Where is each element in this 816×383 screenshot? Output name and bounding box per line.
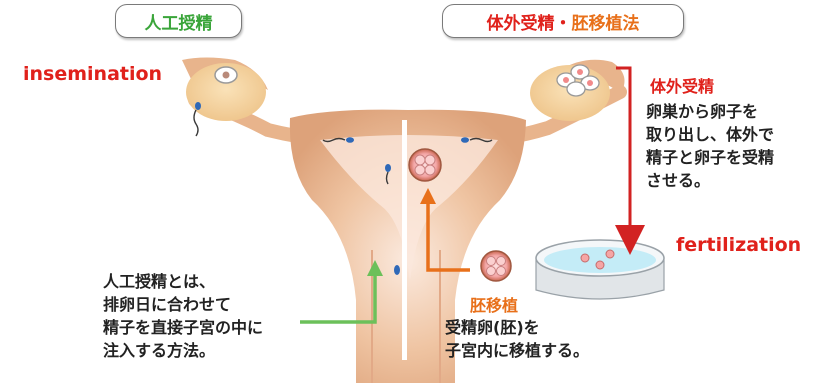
ivf-title-part1: 体外受精 [487, 9, 555, 34]
ivf-desc-line: 卵巣から卵子を [646, 100, 774, 123]
ai-title-pill: 人工授精 [115, 4, 242, 38]
ivf-title-separator: ・ [555, 9, 572, 34]
fertilization-label: fertilization [676, 234, 801, 256]
ai-description: 人工授精とは、 排卵日に合わせて 精子を直接子宮の中に 注入する方法。 [103, 270, 263, 362]
ivf-desc-line: 精子と卵子を受精 [646, 146, 774, 169]
embryo-icon [481, 251, 511, 281]
ivf-title-part2: 胚移植法 [572, 9, 640, 34]
ivf-heading: 体外受精 [650, 73, 714, 97]
embryo-in-uterus-icon [409, 149, 441, 181]
ivf-desc-line: させる。 [646, 169, 774, 192]
ai-title: 人工授精 [145, 9, 213, 34]
ai-desc-line: 注入する方法。 [103, 339, 263, 362]
ivf-desc-line: 取り出し、体外で [646, 123, 774, 146]
et-desc-line: 受精卵(胚)を [445, 316, 589, 339]
ai-desc-line: 人工授精とは、 [103, 270, 263, 293]
insemination-label: insemination [23, 63, 162, 85]
et-heading: 胚移植 [470, 292, 518, 316]
ai-desc-line: 排卵日に合わせて [103, 293, 263, 316]
ivf-description: 卵巣から卵子を 取り出し、体外で 精子と卵子を受精 させる。 [646, 100, 774, 192]
petri-dish-icon [536, 240, 664, 299]
ivf-title-pill: 体外受精 ・ 胚移植法 [442, 4, 684, 38]
et-description: 受精卵(胚)を 子宮内に移植する。 [445, 316, 589, 362]
ai-desc-line: 精子を直接子宮の中に [103, 316, 263, 339]
catheter [402, 120, 407, 360]
et-desc-line: 子宮内に移植する。 [445, 339, 589, 362]
